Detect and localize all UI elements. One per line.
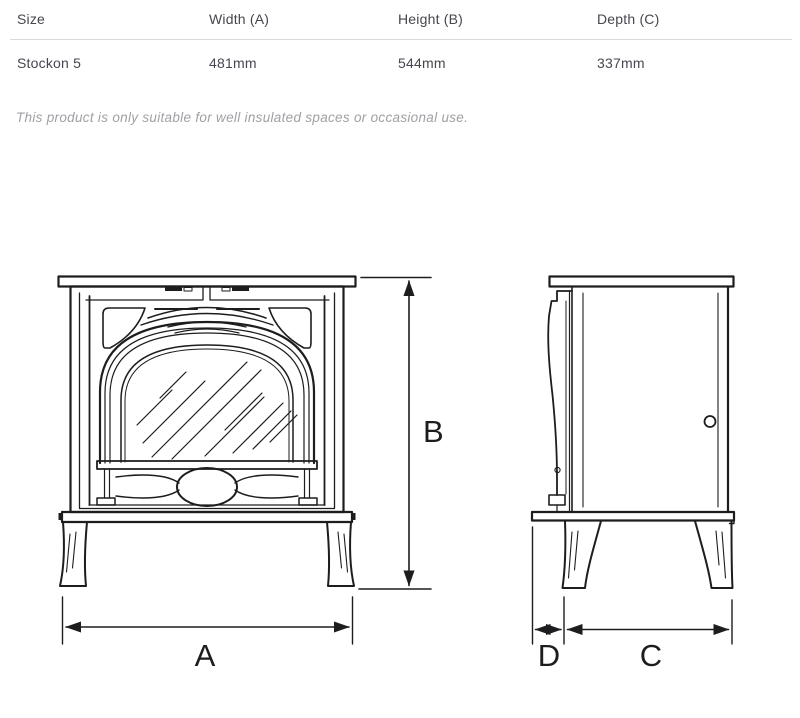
- header-height: Height (B): [398, 11, 464, 27]
- dimension-c: C: [566, 599, 733, 673]
- dimension-c-label: C: [640, 638, 662, 673]
- dimension-d: D: [531, 526, 565, 673]
- door-handle-oval: [176, 467, 238, 507]
- header-size: Size: [17, 11, 46, 27]
- front-base-plate: [60, 510, 354, 524]
- spec-table: Size Width (A) Height (B) Depth (C) Stoc…: [0, 0, 800, 81]
- dimension-d-label: D: [538, 638, 560, 673]
- cell-height: 544mm: [398, 55, 446, 71]
- product-note: This product is only suitable for well i…: [16, 110, 469, 125]
- front-view: [57, 275, 357, 587]
- side-top-plate: [548, 275, 735, 288]
- side-legs: [561, 520, 734, 589]
- side-knob: [703, 415, 717, 428]
- glass-reflections: [136, 361, 298, 460]
- dimension-b-label: B: [423, 414, 444, 449]
- cell-width: 481mm: [209, 55, 257, 71]
- header-width: Width (A): [209, 11, 270, 27]
- table-header-divider: [10, 39, 792, 40]
- side-door-profile: [547, 290, 573, 496]
- header-depth: Depth (C): [597, 11, 660, 27]
- front-legs: [59, 521, 355, 587]
- cell-depth: 337mm: [597, 55, 645, 71]
- dimension-a: A: [61, 596, 354, 673]
- front-body: [69, 285, 345, 514]
- side-base-plate: [530, 510, 736, 522]
- side-view: [530, 275, 736, 589]
- dimension-b: B: [358, 276, 444, 590]
- left-vent: [165, 286, 182, 291]
- right-vent: [232, 286, 249, 291]
- cell-size: Stockon 5: [17, 55, 82, 71]
- door-latch: [548, 494, 566, 506]
- front-top-plate: [57, 275, 357, 288]
- spec-table-row: Stockon 5 481mm 544mm 337mm: [0, 39, 800, 81]
- dimension-a-label: A: [195, 638, 216, 673]
- spec-table-header-row: Size Width (A) Height (B) Depth (C): [0, 0, 800, 39]
